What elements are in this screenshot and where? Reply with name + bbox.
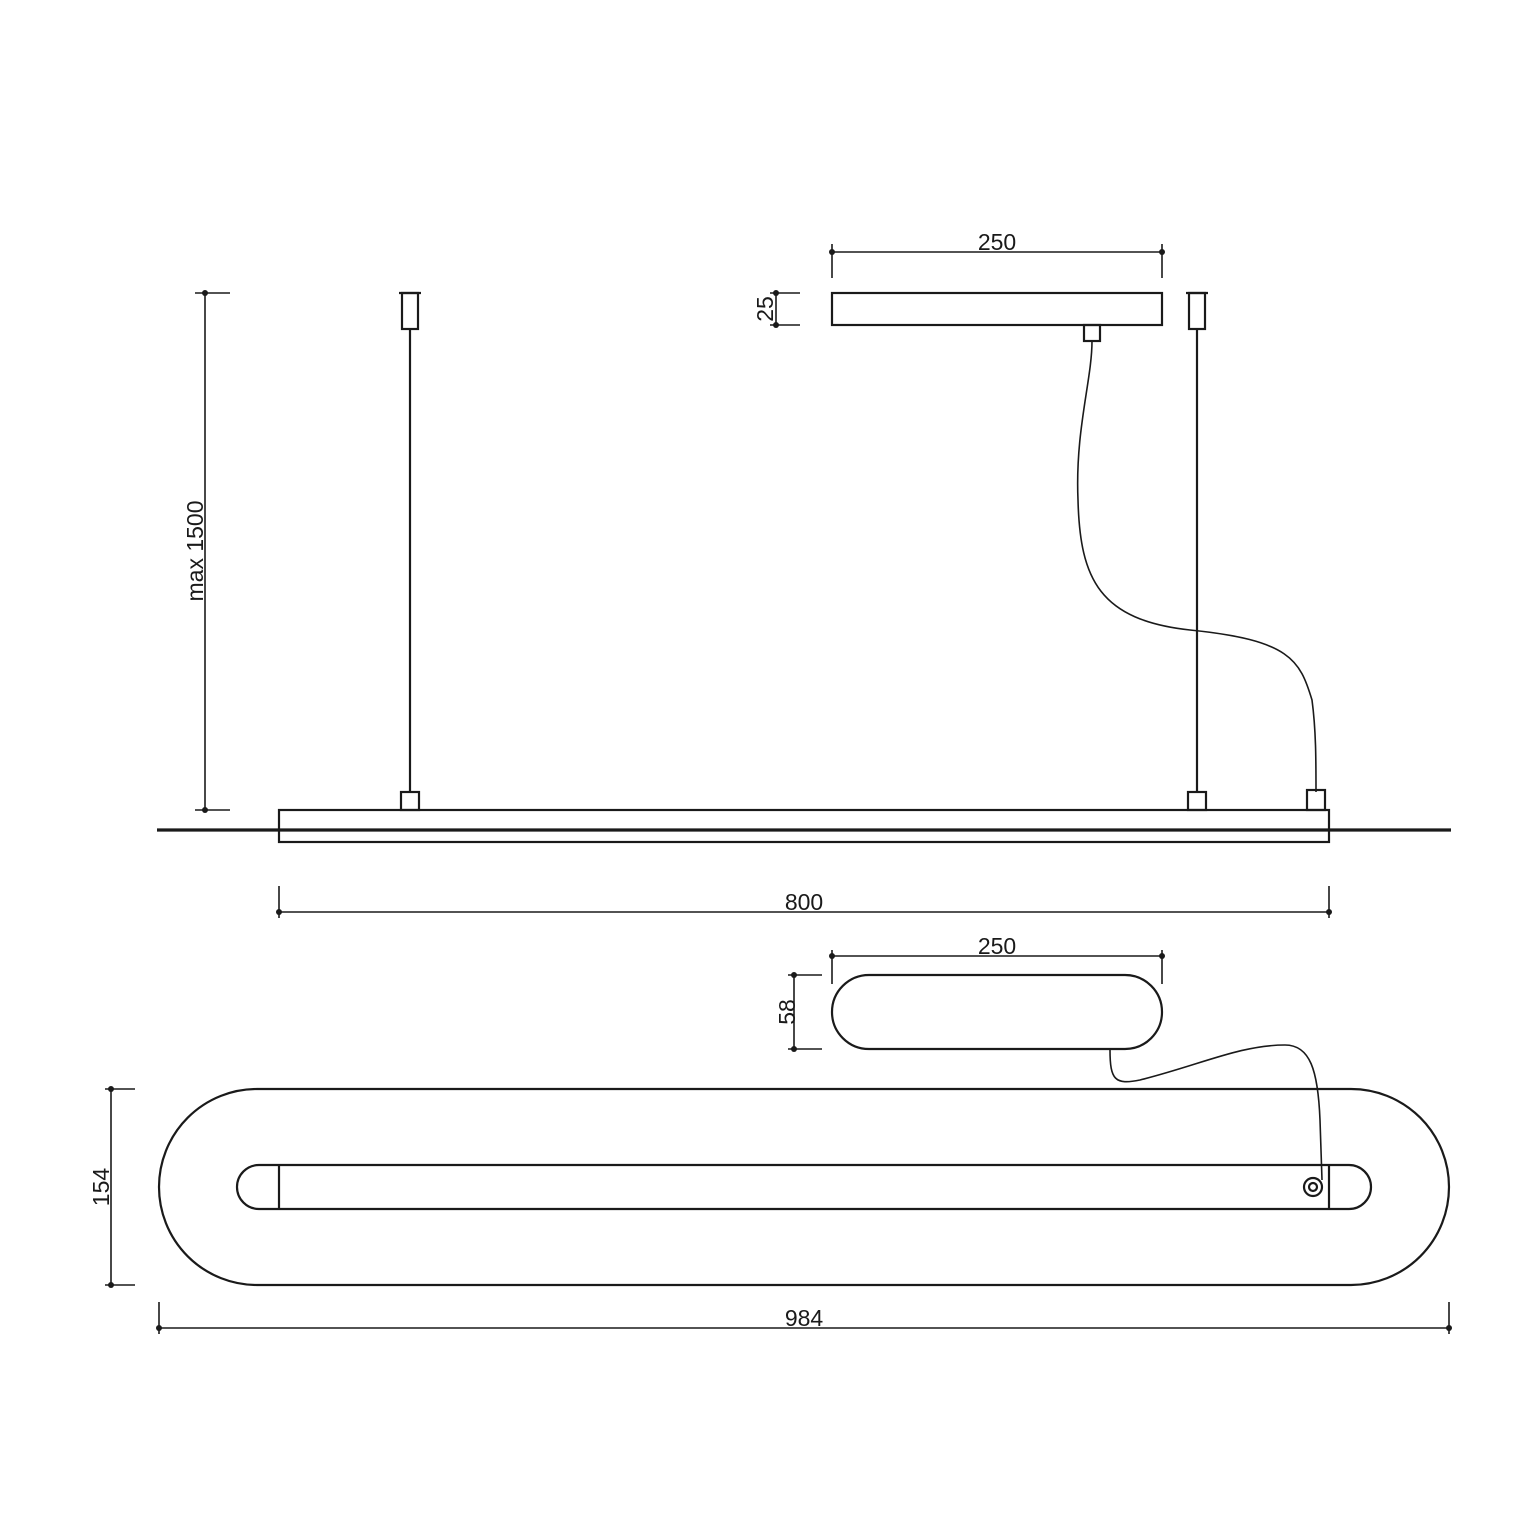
dimension-label-body-length-side: 800 bbox=[785, 889, 823, 915]
dimension-body-length-top bbox=[156, 1302, 1452, 1334]
right-suspension bbox=[1186, 291, 1208, 812]
dimension-label-canopy-height: 25 bbox=[752, 296, 778, 322]
dimension-body-width-top bbox=[105, 1086, 135, 1288]
power-cable-top bbox=[1109, 1044, 1323, 1181]
cable-entry-point bbox=[1302, 1176, 1324, 1198]
dimension-label-canopy-length-side: 250 bbox=[978, 229, 1016, 255]
dimension-label-body-length-top: 984 bbox=[785, 1305, 824, 1331]
luminaire-light-slot bbox=[235, 1163, 1373, 1211]
luminaire-body-top bbox=[157, 1087, 1451, 1287]
dimension-label-suspension-height: max 1500 bbox=[182, 500, 208, 601]
side-view: max 1500 250 25 800 bbox=[157, 229, 1451, 918]
left-suspension bbox=[399, 291, 421, 812]
ceiling-canopy-side bbox=[830, 291, 1164, 327]
dimension-canopy-height bbox=[770, 290, 800, 328]
power-cable-side bbox=[1076, 340, 1317, 793]
dimension-canopy-length-top bbox=[829, 950, 1165, 984]
dimension-label-body-width-top: 154 bbox=[88, 1168, 114, 1207]
ceiling-canopy-top bbox=[830, 973, 1164, 1051]
canopy-cable-gland bbox=[1082, 323, 1102, 343]
top-view: 250 58 154 984 bbox=[88, 933, 1452, 1334]
dimension-label-canopy-length-top: 250 bbox=[978, 933, 1016, 959]
luminaire-body-side bbox=[277, 808, 1331, 844]
dimension-canopy-length-side bbox=[829, 244, 1165, 278]
dimension-canopy-width-top bbox=[788, 972, 822, 1052]
dimension-body-length-side bbox=[276, 886, 1332, 918]
dimension-suspension-height bbox=[195, 290, 230, 813]
cable-entry-block bbox=[1305, 788, 1327, 812]
dimension-label-canopy-width-top: 58 bbox=[774, 999, 800, 1025]
